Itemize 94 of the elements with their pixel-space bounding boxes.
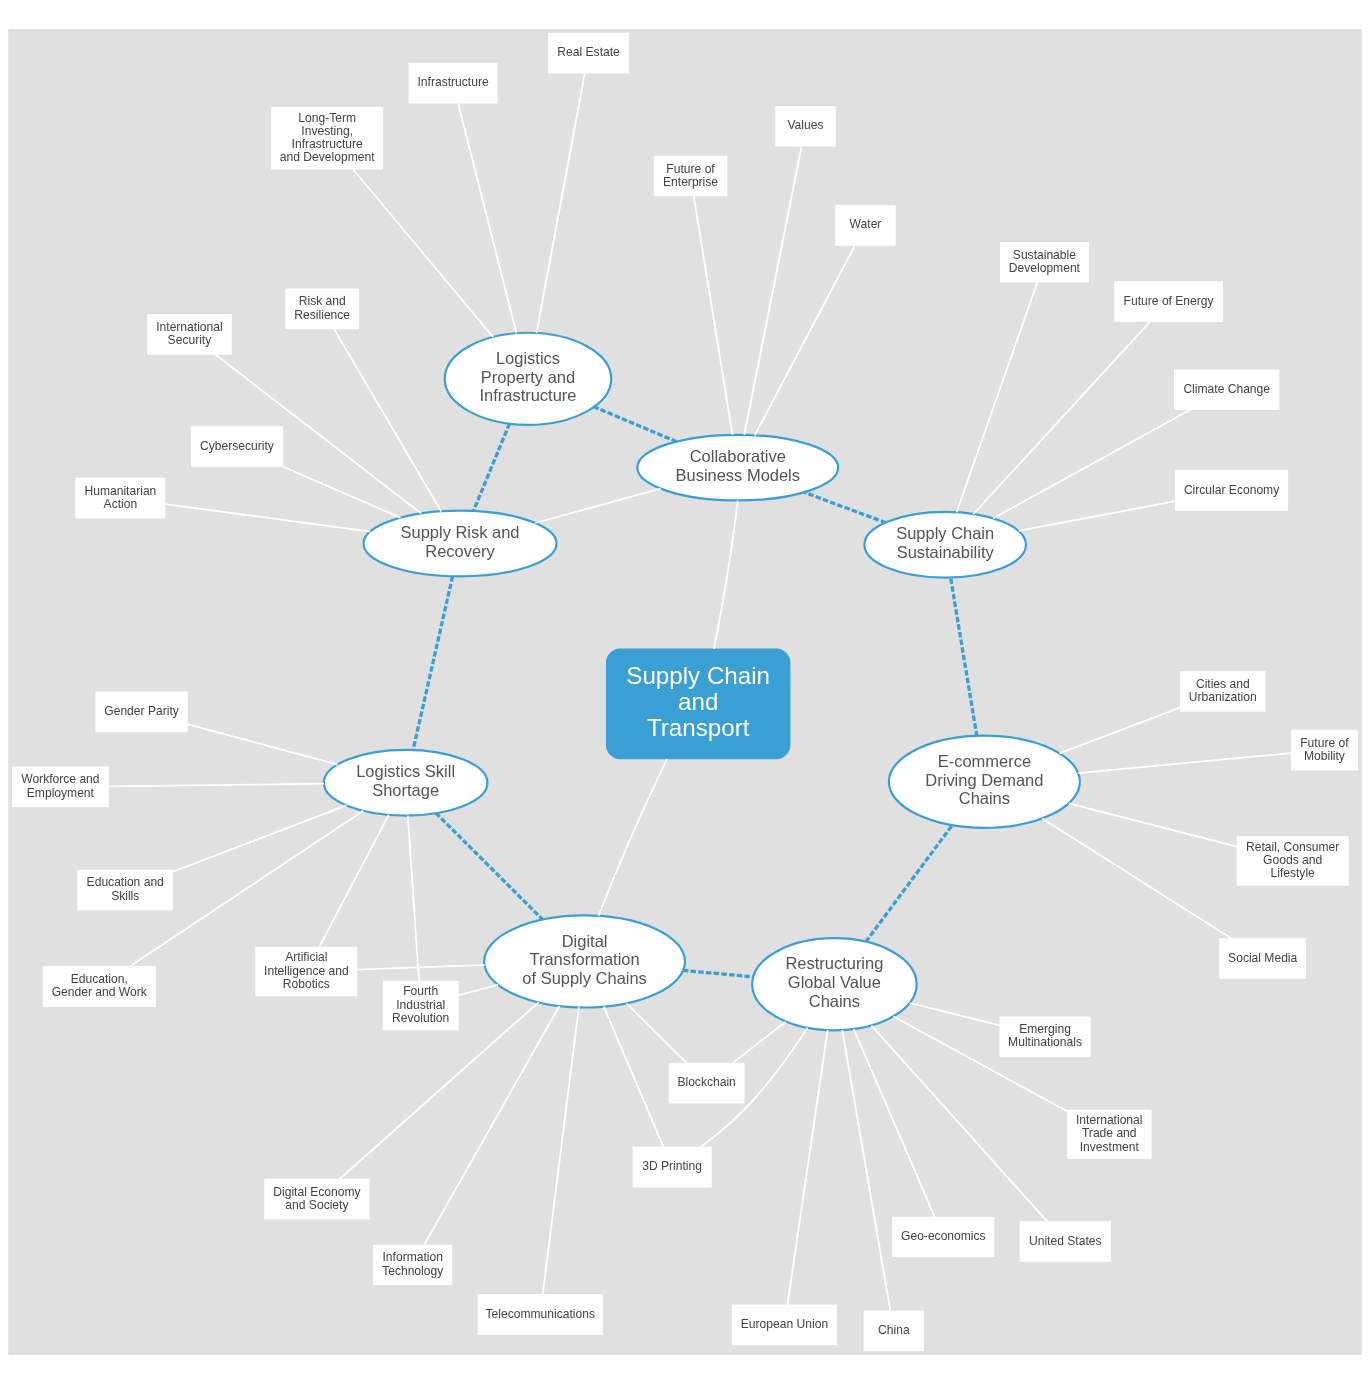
connector	[1041, 817, 1233, 939]
connector	[972, 320, 1152, 515]
connector	[352, 167, 495, 338]
node-box: China	[863, 1310, 925, 1351]
node-box: Values	[775, 105, 836, 147]
node-box: Future of Mobility	[1290, 729, 1358, 770]
connector	[682, 968, 754, 978]
connector	[852, 1027, 936, 1218]
connector	[541, 1005, 580, 1295]
node-box: Emerging Multinationals	[999, 1015, 1091, 1057]
node-ellipse: Logistics Property and Infrastructure	[443, 331, 613, 426]
connector	[786, 1028, 829, 1306]
node-box: Humanitarian Action	[75, 477, 166, 518]
node-box: Telecommunications	[477, 1293, 603, 1335]
connector	[870, 1024, 1049, 1222]
connector	[338, 1000, 540, 1180]
node-box: Geo-economics	[892, 1216, 995, 1257]
connector	[318, 813, 390, 948]
connector	[597, 757, 668, 917]
connector	[1058, 706, 1182, 754]
connector	[1077, 751, 1293, 774]
connector	[434, 811, 544, 921]
connector	[992, 408, 1192, 519]
connector	[186, 722, 339, 765]
connector	[753, 243, 856, 436]
connector	[333, 327, 443, 512]
connector	[602, 1005, 665, 1148]
node-box: Real Estate	[547, 32, 630, 73]
node-ellipse: Restructuring Global Value Chains	[751, 936, 918, 1031]
node-box: Blockchain	[668, 1062, 745, 1103]
node-box: Education and Skills	[77, 869, 173, 910]
connector	[892, 1015, 1069, 1112]
node-box: Education, Gender and Work	[42, 965, 156, 1007]
node-box: Future of Energy	[1114, 280, 1223, 322]
node-box: Information Technology	[373, 1244, 453, 1285]
node-box: Infrastructure	[408, 62, 498, 104]
connector	[948, 576, 979, 736]
connector	[411, 575, 455, 750]
connector	[743, 144, 803, 436]
node-box: Retail, Consumer Goods and Lifestyle	[1236, 835, 1349, 886]
connector	[457, 983, 499, 996]
node-box: Future of Enterprise	[653, 155, 728, 196]
connector	[593, 404, 678, 443]
node-box: Long-Term Investing, Infrastructure and Development	[271, 106, 384, 170]
node-box: Cybersecurity	[190, 425, 284, 467]
connector	[625, 1001, 688, 1064]
node-box: Sustainable Development	[999, 241, 1089, 283]
connector	[171, 804, 348, 873]
node-box: Artificial Intelligence and Robotics	[255, 946, 358, 996]
node-box: United States	[1019, 1220, 1111, 1262]
connector	[406, 814, 420, 982]
connector	[803, 490, 887, 524]
connector	[692, 194, 734, 436]
node-box: Gender Parity	[95, 691, 188, 732]
connector	[457, 101, 518, 334]
node-box: Supply Chain and Transport	[605, 647, 791, 759]
node-ellipse: Supply Risk and Recovery	[362, 509, 558, 577]
node-box: Risk and Resilience	[285, 288, 360, 329]
node-ellipse: Logistics Skill Shortage	[322, 748, 489, 817]
connector	[908, 1001, 1001, 1026]
node-box: Social Media	[1219, 937, 1307, 979]
node-box: Water	[835, 204, 896, 246]
connector	[128, 809, 365, 968]
node-ellipse: E-commerce Driving Demand Chains	[887, 734, 1081, 829]
connector	[864, 823, 954, 943]
connector	[535, 71, 586, 334]
connector	[1017, 499, 1177, 532]
node-ellipse: Supply Chain Sustainability	[863, 510, 1028, 579]
node-ellipse: Collaborative Business Models	[636, 433, 840, 502]
connector	[356, 963, 486, 970]
connector	[423, 1004, 561, 1246]
node-ellipse: Digital Transformation of Supply Chains	[483, 913, 687, 1009]
connector	[841, 1028, 892, 1312]
node-box: Digital Economy and Society	[264, 1178, 370, 1219]
connector	[471, 422, 511, 512]
node-box: Circular Economy	[1175, 469, 1289, 511]
connector	[699, 1026, 809, 1148]
connector	[955, 280, 1039, 513]
connector	[1067, 802, 1239, 848]
connector	[713, 499, 739, 650]
connector	[164, 502, 372, 532]
node-box: Climate Change	[1174, 368, 1280, 410]
node-box: Fourth Industrial Revolution	[382, 980, 459, 1030]
connector	[534, 487, 662, 524]
connector	[214, 353, 423, 514]
node-box: International Security	[147, 313, 232, 355]
node-box: International Trade and Investment	[1067, 1109, 1152, 1159]
node-box: European Union	[731, 1304, 838, 1345]
node-box: Cities and Urbanization	[1179, 670, 1266, 712]
node-box: 3D Printing	[632, 1146, 712, 1187]
connector	[281, 465, 402, 519]
connector	[731, 1020, 787, 1064]
node-box: Workforce and Employment	[12, 766, 109, 807]
connector	[107, 782, 325, 787]
